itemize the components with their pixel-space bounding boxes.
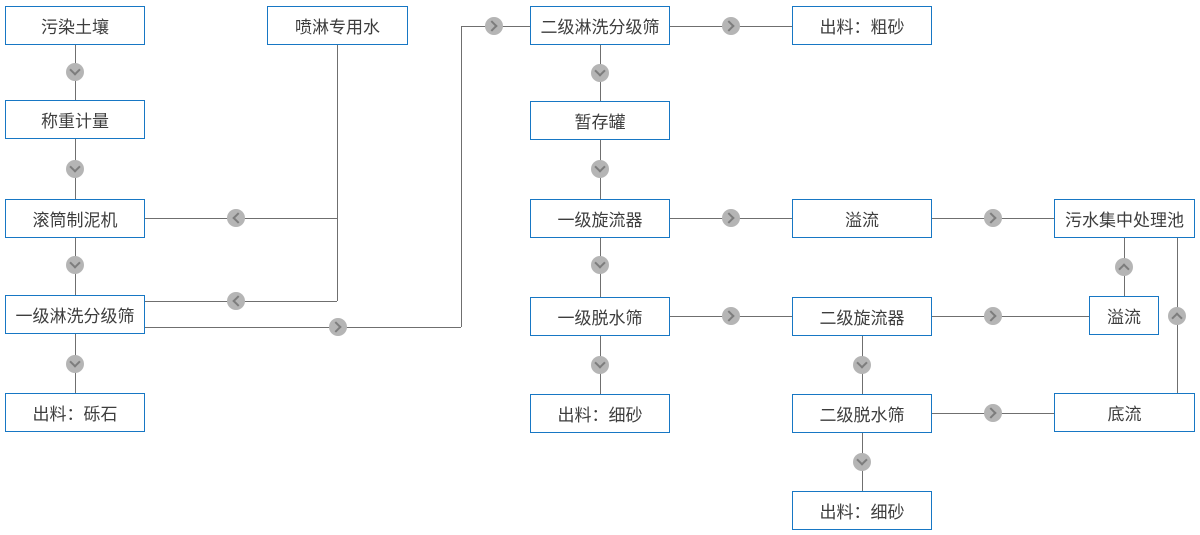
edge-cyclone2-to-overflow2: [932, 316, 1089, 317]
edge-screen1-out: [145, 327, 461, 328]
node-output-fine-sand-1: 出料：细砂: [530, 394, 670, 433]
chevron-left-glyph: [232, 212, 244, 224]
edge-screen1-to-screen2-riser: [461, 26, 462, 327]
arrow-right-icon: [722, 307, 740, 325]
node-output-coarse-sand: 出料：粗砂: [792, 6, 932, 45]
chevron-down-glyph: [69, 161, 81, 173]
chevron-down-glyph: [69, 64, 81, 76]
chevron-right-glyph: [723, 20, 735, 32]
node-storage-tank: 暂存罐: [530, 101, 670, 140]
node-output-fine-sand-2: 出料：细砂: [792, 491, 932, 530]
arrow-down-icon: [591, 64, 609, 82]
node-underflow: 底流: [1054, 393, 1195, 432]
node-output-gravel: 出料：砾石: [5, 393, 145, 432]
chevron-right-glyph: [985, 407, 997, 419]
chevron-left-glyph: [232, 295, 244, 307]
chevron-down-glyph: [856, 454, 868, 466]
arrow-down-icon: [66, 63, 84, 81]
arrow-down-icon: [66, 256, 84, 274]
arrow-down-icon: [66, 160, 84, 178]
arrow-up-icon: [1115, 258, 1133, 276]
arrow-down-icon: [591, 356, 609, 374]
chevron-up-glyph: [1171, 312, 1183, 324]
node-stage2-washing-screen: 二级淋洗分级筛: [530, 6, 670, 45]
arrow-right-icon: [984, 404, 1002, 422]
chevron-up-glyph: [1118, 263, 1130, 275]
chevron-down-glyph: [594, 161, 606, 173]
node-overflow-1: 溢流: [792, 199, 932, 238]
node-overflow-2: 溢流: [1089, 296, 1159, 335]
arrow-right-icon: [984, 307, 1002, 325]
chevron-right-glyph: [330, 321, 342, 333]
chevron-down-glyph: [69, 257, 81, 269]
chevron-right-glyph: [985, 310, 997, 322]
node-contaminated-soil: 污染土壤: [5, 6, 145, 45]
arrow-right-icon: [984, 209, 1002, 227]
arrow-down-icon: [853, 453, 871, 471]
node-spray-water: 喷淋专用水: [267, 6, 408, 45]
arrow-up-icon: [1168, 307, 1186, 325]
chevron-right-glyph: [985, 212, 997, 224]
chevron-right-glyph: [723, 310, 735, 322]
node-weighing: 称重计量: [5, 100, 145, 139]
chevron-down-glyph: [69, 356, 81, 368]
node-stage2-cyclone: 二级旋流器: [792, 297, 932, 336]
chevron-down-glyph: [856, 357, 868, 369]
node-stage1-dewatering-screen: 一级脱水筛: [530, 297, 670, 336]
node-sewage-treatment-pool: 污水集中处理池: [1054, 199, 1195, 238]
arrow-right-icon: [485, 17, 503, 35]
arrow-left-icon: [227, 292, 245, 310]
arrow-down-icon: [591, 256, 609, 274]
node-stage2-dewatering-screen: 二级脱水筛: [792, 394, 932, 433]
arrow-down-icon: [591, 160, 609, 178]
arrow-right-icon: [722, 209, 740, 227]
arrow-down-icon: [66, 355, 84, 373]
chevron-right-glyph: [486, 20, 498, 32]
chevron-down-glyph: [594, 65, 606, 77]
arrow-left-icon: [227, 209, 245, 227]
node-stage1-washing-screen: 一级淋洗分级筛: [5, 295, 145, 334]
chevron-down-glyph: [594, 357, 606, 369]
arrow-right-icon: [329, 318, 347, 336]
chevron-right-glyph: [723, 212, 735, 224]
chevron-down-glyph: [594, 257, 606, 269]
node-drum-mud-maker: 滚筒制泥机: [5, 199, 145, 238]
node-stage1-cyclone: 一级旋流器: [530, 199, 670, 238]
arrow-down-icon: [853, 356, 871, 374]
arrow-right-icon: [722, 17, 740, 35]
edge-spray-water-trunk: [337, 45, 338, 301]
